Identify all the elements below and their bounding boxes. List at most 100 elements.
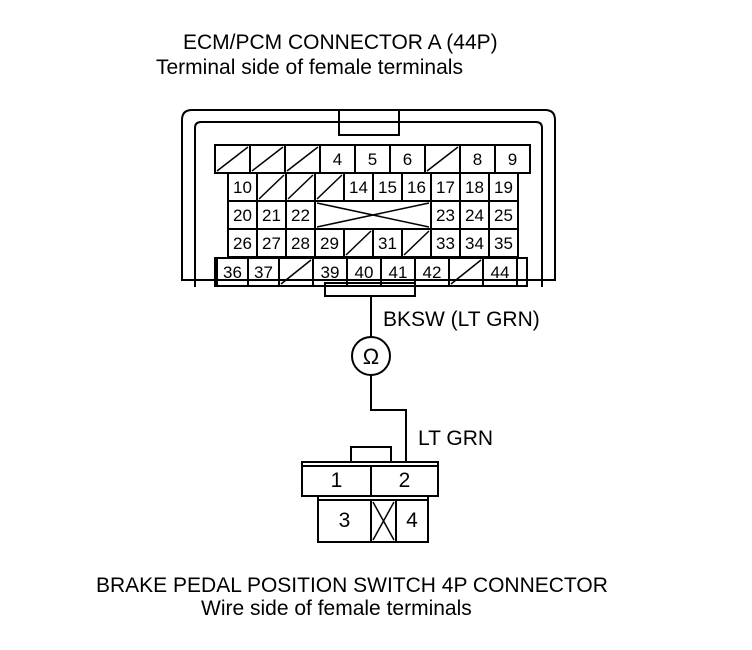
switch-connector-subtitle: Wire side of female terminals [201,597,472,620]
terminal-number: 15 [378,178,397,197]
ecm-terminal-cell [284,144,321,174]
terminal-number: 27 [262,234,281,253]
terminal-number: 39 [321,263,340,282]
ecm-terminal-cell: 22 [285,200,316,230]
ecm-terminal-cell: 36 [216,257,249,287]
terminal-number: 31 [378,234,397,253]
unused-terminal-slash [316,174,343,200]
ecm-terminal-cell: 6 [389,144,426,174]
terminal-number: 22 [291,206,310,225]
terminal-number: 34 [465,234,484,253]
ohm-symbol: Ω [363,344,379,369]
terminal-number: 2 [399,469,411,492]
ecm-terminal-cell: 37 [247,257,280,287]
ecm-terminal-cell: 40 [346,257,382,287]
unused-terminal-slash [426,146,459,172]
unused-terminal-slash [251,146,284,172]
ecm-terminal-cell: 25 [488,200,519,230]
cavity-cross-line [372,501,395,541]
ecm-terminal-cell: 23 [430,200,461,230]
terminal-number: 4 [406,509,418,532]
ecm-terminal-cell: 9 [494,144,531,174]
bksw-wire-label: BKSW (LT GRN) [383,308,540,331]
ecm-terminal-cell [448,257,484,287]
ecm-terminal-cell: 31 [372,228,403,258]
terminal-number: 5 [368,150,377,169]
ecm-terminal-cell [285,172,316,202]
ecm-terminal-cell: 34 [459,228,490,258]
ecm-terminal-cell: 33 [430,228,461,258]
ecm-terminal-cell: 29 [314,228,345,258]
terminal-number: 42 [423,263,442,282]
ecm-terminal-cell [278,257,314,287]
ecm-terminal-cell: 41 [380,257,416,287]
ecm-terminal-cell [343,228,374,258]
terminal-number: 18 [465,178,484,197]
ecm-terminal-cell: 42 [414,257,450,287]
terminal-number: 36 [223,263,242,282]
ecm-terminal-cell: 14 [343,172,374,202]
ecm-terminal-cell [214,144,251,174]
ecm-terminal-cell [256,172,287,202]
ecm-terminal-cell: 16 [401,172,432,202]
ecm-terminal-cell: 21 [256,200,287,230]
ecm-terminal-cell: 26 [227,228,258,258]
terminal-number: 6 [403,150,412,169]
ohmmeter-icon: Ω [351,336,391,376]
switch-terminal-cell: 1 [301,465,372,497]
switch-terminal-cell: 2 [370,465,439,497]
ecm-terminal-cell [424,144,461,174]
ecm-terminal-cell: 28 [285,228,316,258]
terminal-number: 14 [349,178,368,197]
unused-terminal-slash [258,174,285,200]
terminal-number: 24 [465,206,484,225]
terminal-number: 28 [291,234,310,253]
switch-terminal-grid: 1 2 3 4 [301,465,439,543]
ecm-terminal-cell: 27 [256,228,287,258]
lt-grn-wire-label: LT GRN [418,427,493,450]
ecm-terminal-cell: 39 [312,257,348,287]
terminal-number: 17 [436,178,455,197]
switch-connector-title: BRAKE PEDAL POSITION SWITCH 4P CONNECTOR [96,574,608,597]
unused-terminal-slash [286,146,319,172]
switch-terminal-cell: 4 [395,499,429,543]
ecm-terminal-cell: 24 [459,200,490,230]
terminal-number: 44 [491,263,510,282]
terminal-number: 10 [233,178,252,197]
unused-terminal-slash [345,230,372,256]
ecm-connector-title: ECM/PCM CONNECTOR A (44P) [183,31,498,54]
unused-terminal-slash [403,230,430,256]
switch-terminal-cell [370,499,397,543]
ecm-terminal-cell: 19 [488,172,519,202]
ecm-terminal-cell [314,200,432,230]
terminal-number: 21 [262,206,281,225]
switch-terminal-cell: 3 [317,499,372,543]
terminal-number: 26 [233,234,252,253]
terminal-number: 16 [407,178,426,197]
terminal-number: 8 [473,150,482,169]
ecm-terminal-cell: 44 [482,257,518,287]
ecm-terminal-cell: 15 [372,172,403,202]
ecm-terminal-cell: 20 [227,200,258,230]
ecm-terminal-cell [401,228,432,258]
ecm-connector-subtitle: Terminal side of female terminals [156,56,463,79]
terminal-number: 41 [389,263,408,282]
terminal-number: 37 [254,263,273,282]
terminal-number: 40 [355,263,374,282]
ecm-terminal-cell: 17 [430,172,461,202]
terminal-number: 35 [494,234,513,253]
ecm-terminal-cell [314,172,345,202]
ecm-terminal-cell: 10 [227,172,258,202]
terminal-number: 3 [339,509,351,532]
terminal-number: 20 [233,206,252,225]
terminal-number: 25 [494,206,513,225]
terminal-number: 23 [436,206,455,225]
ecm-terminal-cell: 8 [459,144,496,174]
terminal-number: 19 [494,178,513,197]
terminal-number: 29 [320,234,339,253]
ecm-terminal-cell: 18 [459,172,490,202]
unused-terminal-slash [216,146,249,172]
unused-terminal-slash [450,259,482,285]
terminal-number: 1 [331,469,343,492]
